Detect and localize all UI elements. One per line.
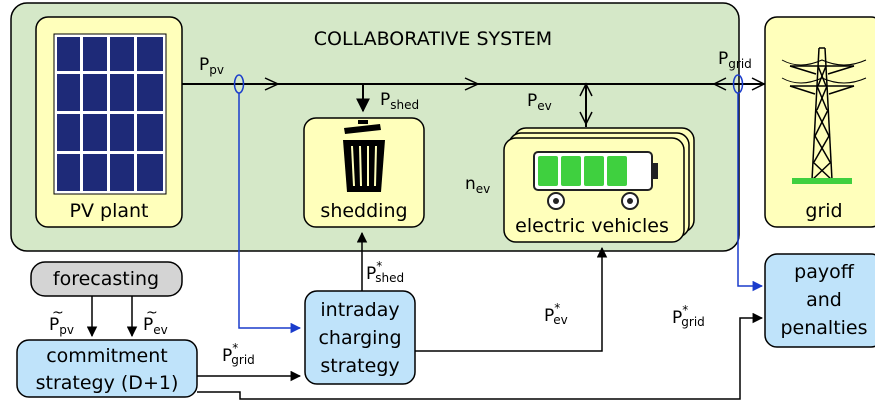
svg-text:~: ~ (52, 305, 64, 321)
p-grid-star-label-left: P*grid (222, 341, 255, 367)
transmission-tower-icon (781, 47, 867, 181)
commitment-strategy-block: commitment strategy (D+1) (16, 339, 198, 398)
p-pv-label: Ppv (199, 55, 224, 77)
commitment-label-line1: commitment (46, 345, 168, 367)
pv-plant-label: PV plant (70, 200, 149, 222)
intraday-label-line3: strategy (320, 355, 399, 377)
ev-command-arrow (415, 246, 608, 352)
intraday-label-line2: charging (318, 327, 401, 349)
commitment-label-line2: strategy (D+1) (36, 372, 179, 394)
trash-bin-icon (343, 120, 385, 192)
forecasting-block: forecasting (30, 261, 183, 297)
pv-plant-block: PV plant (35, 16, 183, 228)
grid-measurement-line (737, 93, 764, 292)
intraday-strategy-block: intraday charging strategy (304, 290, 416, 385)
intraday-label-line1: intraday (320, 299, 399, 321)
commitment-to-payoff-arrow (197, 312, 764, 400)
p-ev-label: Pev (527, 91, 552, 113)
payoff-label-line2: and (806, 289, 842, 311)
battery-car-icon (533, 151, 658, 210)
p-shed-star-label: P*shed (366, 259, 404, 285)
svg-text:Ppv: Ppv (49, 315, 74, 337)
p-grid-star-label-right: P*grid (672, 303, 705, 329)
grid-block: grid (764, 16, 875, 228)
electric-vehicles-block: electric vehicles (503, 127, 695, 243)
grid-label: grid (805, 200, 842, 222)
payoff-label-line1: payoff (794, 261, 855, 283)
shedding-label: shedding (320, 200, 407, 222)
svg-text:~: ~ (146, 305, 158, 321)
payoff-penalties-block: payoff and penalties (764, 253, 875, 348)
solar-panel-icon (53, 33, 167, 195)
p-grid-label: Pgrid (718, 49, 752, 71)
payoff-label-line3: penalties (780, 317, 867, 339)
forecasting-label: forecasting (53, 268, 159, 290)
collaborative-system-title: COLLABORATIVE SYSTEM (314, 28, 552, 50)
n-ev-label: nev (465, 174, 490, 196)
p-ev-forecast-label: ~ Pev (143, 305, 168, 337)
electric-vehicles-label: electric vehicles (515, 215, 669, 237)
shedding-block: shedding (303, 84, 425, 228)
p-pv-forecast-label: ~ Ppv (49, 305, 74, 337)
pv-measurement-line (238, 93, 302, 334)
power-bus (182, 77, 766, 91)
svg-text:Pev: Pev (143, 315, 168, 337)
p-ev-star-label: P*ev (544, 301, 568, 327)
p-shed-label: Pshed (380, 90, 419, 112)
